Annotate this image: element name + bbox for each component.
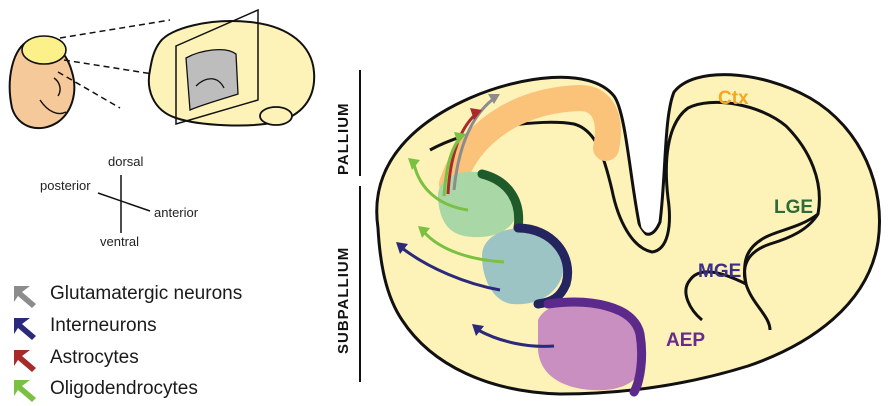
legend-label: Glutamatergic neurons	[50, 283, 242, 304]
brain-section: Ctx LGE MGE AEP	[377, 75, 880, 394]
arrow-icon	[14, 350, 36, 372]
zone-brackets: PALLIUM SUBPALLIUM	[335, 70, 360, 382]
legend-label: Oligodendrocytes	[50, 378, 198, 399]
zone-label-pallium: PALLIUM	[335, 102, 352, 175]
legend-label: Interneurons	[50, 315, 157, 336]
legend-item-oligodendrocytes: Oligodendrocytes	[14, 378, 198, 402]
embryo-illustration	[10, 36, 75, 128]
axis-label-ventral: ventral	[100, 234, 139, 249]
axis-label-anterior: anterior	[154, 205, 199, 220]
region-label-mge: MGE	[698, 261, 741, 282]
legend-item-interneurons: Interneurons	[14, 315, 157, 340]
arrow-icon	[14, 380, 36, 402]
legend-item-astrocytes: Astrocytes	[14, 347, 139, 372]
orientation-axes: dorsal posterior anterior ventral	[40, 154, 199, 249]
zone-label-subpallium: SUBPALLIUM	[335, 247, 352, 354]
axis-label-posterior: posterior	[40, 178, 91, 193]
region-label-lge: LGE	[774, 197, 813, 218]
region-label-ctx: Ctx	[718, 88, 749, 109]
legend-item-glutamatergic: Glutamatergic neurons	[14, 283, 242, 308]
brain-block-illustration	[149, 10, 314, 125]
region-label-aep: AEP	[666, 330, 705, 351]
axis-label-dorsal: dorsal	[108, 154, 144, 169]
legend: Glutamatergic neurons Interneurons Astro…	[14, 283, 242, 402]
arrow-icon	[14, 286, 36, 308]
legend-label: Astrocytes	[50, 347, 139, 368]
arrow-icon	[14, 318, 36, 340]
